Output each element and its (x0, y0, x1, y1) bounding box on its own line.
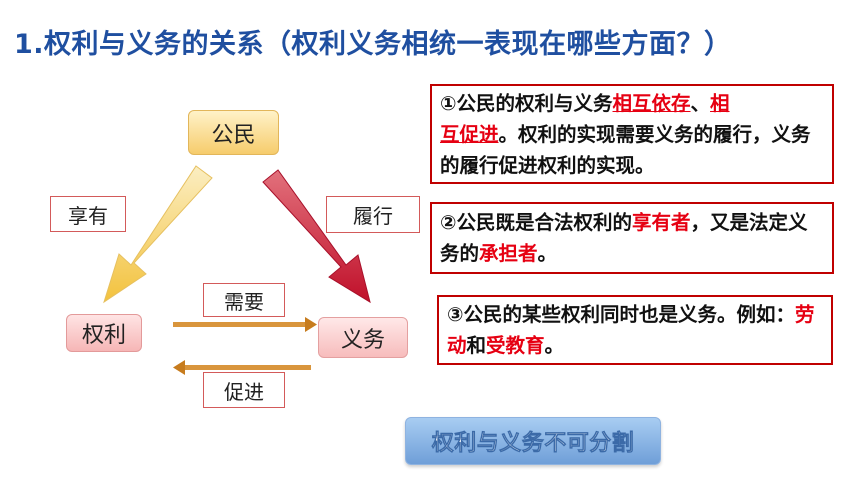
rights-also-duties-box: ③公民的某些权利同时也是义务。例如：劳动和受教育。 (437, 295, 833, 365)
duty-node: 义务 (318, 317, 408, 358)
summary-button[interactable]: 权利与义务不可分割 (405, 417, 661, 465)
box2-text-1: ②公民既是合法权利的 (440, 211, 633, 234)
box3-text-3: 。 (544, 334, 565, 357)
box3-text-1: ③公民的某些权利同时也是义务。例如： (447, 303, 796, 326)
box3-emphasis-1: 劳动 (447, 303, 815, 357)
box2-text-2: ，又是法定义务的 (440, 211, 808, 265)
box3-text-2: 和 (466, 334, 487, 357)
need-label: 需要 (203, 283, 285, 317)
box2-emphasis-1: 享有者 (632, 211, 691, 234)
citizen-node: 公民 (188, 110, 279, 155)
box3-emphasis-2: 受教育 (486, 334, 545, 357)
interdependence-box: ①公民的权利与义务相互依存、相互促进。权利的实现需要义务的履行，义务的履行促进权… (430, 84, 834, 184)
box1-text-1: ①公民的权利与义务 (440, 92, 613, 115)
box1-emphasis-2a: 相 (710, 92, 730, 115)
need-arrow (173, 317, 317, 332)
enjoy-label: 享有 (50, 196, 126, 232)
box1-text-2: 、 (690, 92, 711, 115)
rights-node: 权利 (66, 314, 142, 352)
promote-label: 促进 (203, 372, 285, 408)
box1-emphasis-1: 相互依存 (612, 92, 691, 115)
enjoy-arrow (103, 165, 213, 304)
perform-label: 履行 (326, 196, 420, 233)
slide-title: 1.权利与义务的关系（权利义务相统一表现在哪些方面？） (14, 29, 732, 60)
holder-bearer-box: ②公民既是合法权利的享有者，又是法定义务的承担者。 (430, 202, 834, 274)
box2-emphasis-2: 承担者 (479, 242, 538, 265)
box1-text-3: 。权利的实现需要义务的履行，义务的履行促进权利的实现。 (440, 123, 811, 177)
box1-emphasis-2b: 互促进 (440, 123, 499, 146)
box2-text-3: 。 (537, 242, 558, 265)
promote-arrow (173, 360, 311, 375)
perform-arrow (262, 169, 371, 304)
